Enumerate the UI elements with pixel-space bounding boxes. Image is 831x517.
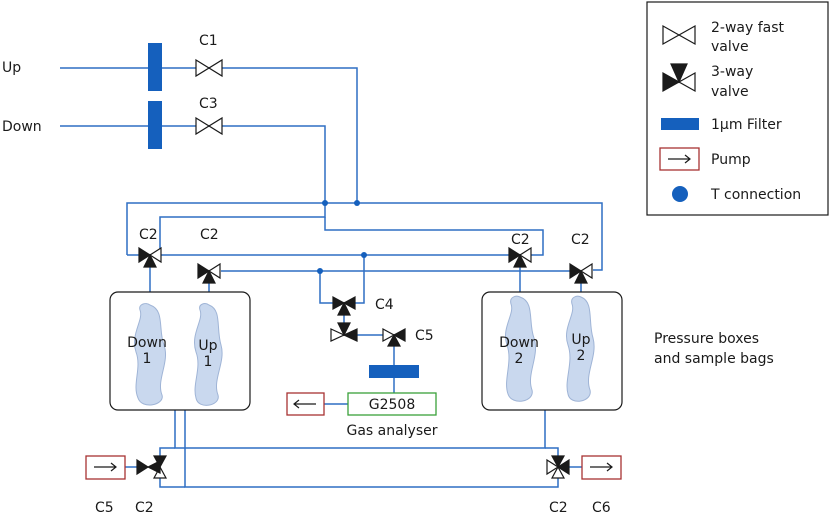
pressure-box-2 (481, 291, 623, 411)
legend-three-way-line2: valve (711, 84, 749, 100)
pump-analyser (286, 392, 325, 416)
legend-frame (646, 1, 829, 216)
gas-analyser-name: G2508 (369, 397, 415, 413)
bag-down2-line2: 2 (515, 351, 524, 367)
up-inlet-pipe (60, 67, 358, 203)
valve-c5-mid (382, 327, 406, 347)
valve-c4 (330, 295, 358, 342)
valve-c2-bottom-right-label: C2 (549, 500, 568, 516)
valve-c2-top-right1-label: C2 (511, 232, 530, 248)
gas-analyser-box (347, 392, 437, 416)
valve-c4-label: C4 (375, 297, 394, 313)
pipe-seg (159, 447, 175, 456)
valve-c2-top-right-1 (508, 246, 532, 268)
bag-down1-line2: 1 (143, 351, 152, 367)
legend-filter-label: 1μm Filter (711, 117, 782, 133)
pump-bottom-right (581, 455, 622, 480)
down-inlet-pipe (60, 125, 326, 203)
t-connections (317, 200, 367, 274)
legend-two-way-line1: 2-way fast (711, 20, 785, 36)
legend-two-way-valve-icon (662, 24, 696, 46)
side-note-line2: and sample bags (654, 351, 774, 367)
bag-down1 (134, 303, 166, 406)
valve-c2-bottom-right (546, 455, 570, 479)
valve-c3 (195, 116, 223, 136)
valve-c5-bottom-label: C5 (95, 500, 114, 516)
bag-up1 (194, 303, 223, 406)
legend-filter-icon (661, 118, 699, 130)
valve-c2-bottom-left-label: C2 (135, 500, 154, 516)
down-link-right (324, 217, 544, 256)
inlet-down-label: Down (2, 119, 42, 135)
valve-c3-label: C3 (199, 96, 218, 112)
valve-c2-top-left (138, 246, 162, 268)
valve-c2-top-mid (197, 262, 221, 284)
bottom-outer-loop (184, 410, 559, 488)
bag-up1-line2: 1 (204, 354, 213, 370)
pipe-seg (545, 447, 559, 456)
filter-analyser (369, 365, 419, 378)
t-connection (361, 252, 367, 258)
valve-c1 (195, 58, 223, 78)
legend-two-way-line2: valve (711, 39, 749, 55)
bag-up1-line1: Up (198, 338, 217, 354)
pump-bottom-left (85, 455, 126, 480)
gas-analyser-caption: Gas analyser (346, 423, 437, 439)
valve-c2-top-left-label: C2 (139, 227, 158, 243)
legend-t-connection-icon (672, 186, 688, 202)
legend-three-way-line1: 3-way (711, 64, 753, 80)
c4-left-branch (319, 271, 333, 304)
bag-up2-line2: 2 (577, 348, 586, 364)
valve-c1-label: C1 (199, 33, 218, 49)
valve-c5-mid-label: C5 (415, 328, 434, 344)
legend: 2-way fast valve 3-way valve 1μm Filter … (646, 1, 829, 216)
valve-c2-bottom-left (136, 455, 168, 479)
legend-pump-label: Pump (711, 152, 751, 168)
bottom-inner-loop (174, 410, 546, 449)
valve-c6-label: C6 (592, 500, 611, 516)
filter-down (148, 101, 162, 149)
valve-c2-top-right2-label: C2 (571, 232, 590, 248)
t-connection (317, 268, 323, 274)
bag-up2 (566, 295, 595, 402)
filter-up (148, 43, 162, 91)
t-connection (354, 200, 360, 206)
valve-c2-top-mid-label: C2 (200, 227, 219, 243)
legend-tconn-label: T connection (710, 187, 801, 203)
side-note-line1: Pressure boxes (654, 331, 759, 347)
inlet-up-label: Up (2, 60, 21, 76)
valve-c2-top-right-2 (569, 262, 593, 284)
bag-down1-line1: Down (127, 335, 167, 351)
pressure-box-1 (109, 291, 251, 411)
down-link-left (159, 203, 326, 255)
pipe-seg (159, 478, 185, 488)
bag-down2-line1: Down (499, 335, 539, 351)
legend-three-way-valve-icon (662, 63, 696, 93)
c4-right-branch (355, 255, 365, 304)
bag-down2 (505, 295, 536, 402)
bag-up2-line1: Up (571, 332, 590, 348)
legend-pump-icon (659, 147, 700, 171)
t-connection (322, 200, 328, 206)
up-distribution-loop (126, 202, 603, 271)
pipe-network (60, 67, 603, 488)
